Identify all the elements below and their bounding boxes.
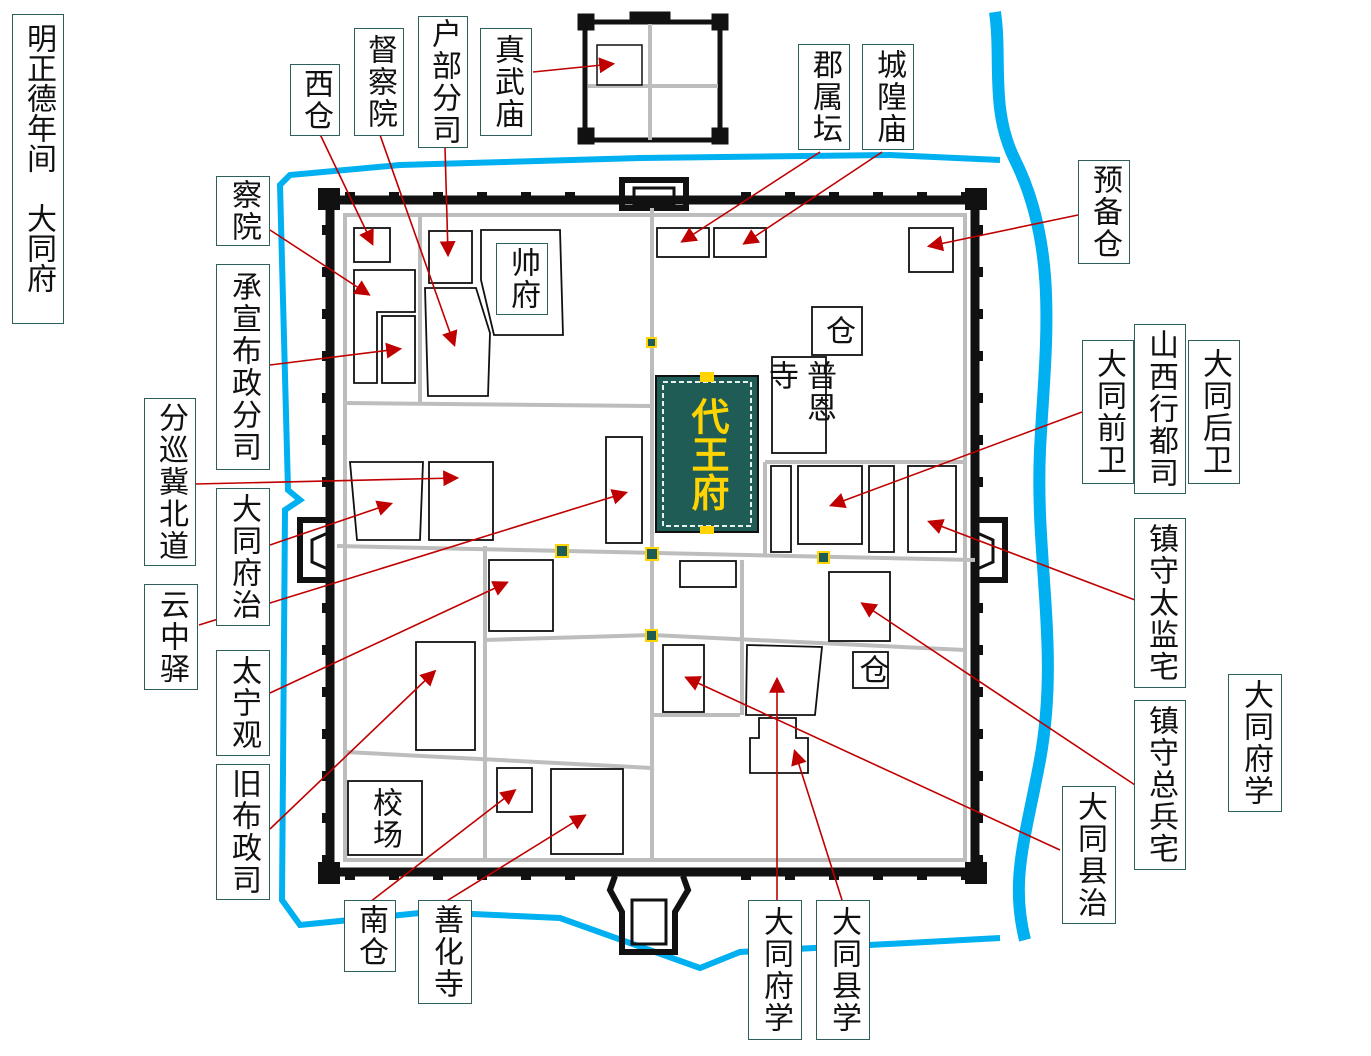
label-yunzhongyi: 云中驿 xyxy=(144,584,198,690)
label-zhenwumiao: 真武庙 xyxy=(480,28,532,136)
north-fortress xyxy=(577,11,729,145)
label-chayuan: 察院 xyxy=(216,176,270,246)
label-datongfuzhi: 大同府治 xyxy=(216,488,270,626)
label-shuaifu: 帅府 xyxy=(496,243,548,315)
map-title: 明正德年间 大同府 xyxy=(12,14,64,324)
label-datongfuxue-south: 大同府学 xyxy=(748,900,802,1040)
city-wall xyxy=(297,177,1008,955)
label-zhenshoutaijian: 镇守太监宅 xyxy=(1134,518,1186,688)
label-datonghouwei: 大同后卫 xyxy=(1188,340,1240,484)
label-xicang: 西仓 xyxy=(290,64,340,136)
label-fenxun: 分巡冀北道 xyxy=(144,398,196,566)
label-hubufensi: 户部分司 xyxy=(418,16,468,148)
label-taininguan: 太宁观 xyxy=(216,650,270,756)
river xyxy=(989,11,1054,942)
label-cang-south: 仓 xyxy=(853,654,889,686)
label-datongfuxue-east: 大同府学 xyxy=(1228,674,1282,812)
moat xyxy=(276,151,1001,972)
label-zhenshouzongbing: 镇守总兵宅 xyxy=(1134,700,1186,870)
label-puensi: 普恩寺 xyxy=(763,360,836,424)
label-yubeicang: 预备仓 xyxy=(1078,160,1130,264)
label-nancang: 南仓 xyxy=(344,900,396,972)
junction-markers xyxy=(555,337,830,642)
label-datongxianxue: 大同县学 xyxy=(816,900,870,1040)
label-daiwangfu: 代王府 xyxy=(678,386,736,522)
label-duchayuan: 督察院 xyxy=(354,28,404,136)
label-jiubuzhengsi: 旧布政司 xyxy=(216,764,270,900)
label-datongqianwei: 大同前卫 xyxy=(1082,340,1134,484)
label-chengxuan: 承宣布政分司 xyxy=(216,264,270,470)
buildings xyxy=(347,227,957,856)
label-junshutan: 郡属坛 xyxy=(798,44,850,150)
label-datongxianzhi: 大同县治 xyxy=(1062,786,1116,924)
label-jiaochang: 校场 xyxy=(367,787,402,851)
label-shanhuasi: 善化寺 xyxy=(418,900,472,1004)
label-cang-north: 仓 xyxy=(820,315,855,347)
pointer-arrows xyxy=(194,57,1136,903)
label-shanxixingdusi: 山西行都司 xyxy=(1134,324,1186,494)
label-chenghuangmiao: 城隍庙 xyxy=(862,44,914,150)
